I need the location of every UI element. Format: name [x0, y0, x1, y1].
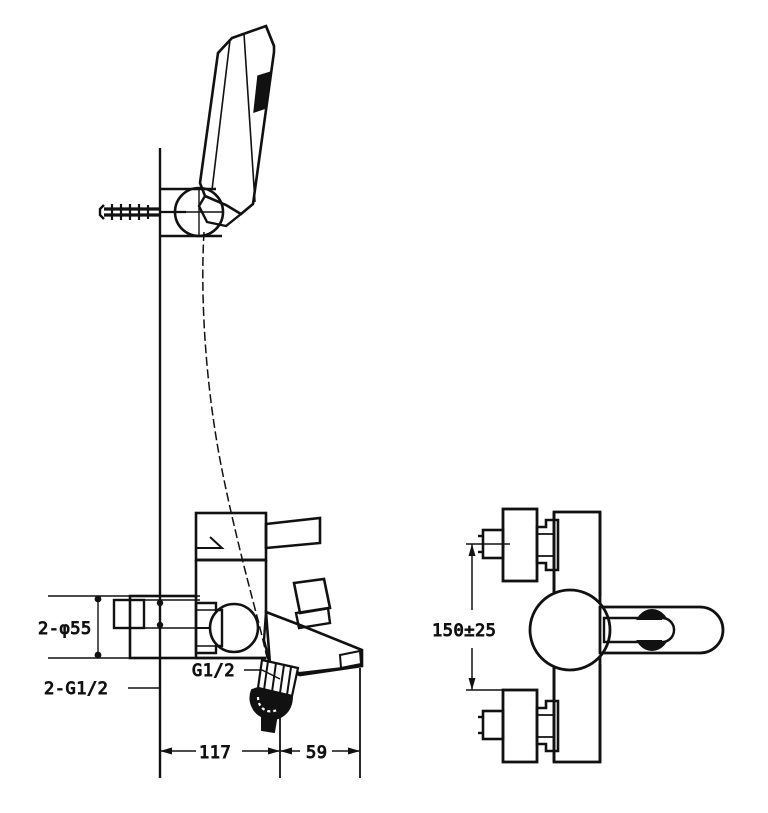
front-lever-handle [598, 605, 725, 655]
inlet-union-side [194, 601, 224, 655]
front-cartridge-boss [528, 588, 612, 672]
leader-g12 [244, 669, 281, 680]
shower-handset [197, 24, 276, 228]
dimension-117-59 [159, 668, 361, 778]
label-hole-pattern: 2-φ55 [38, 619, 92, 639]
label-inlet-threads: 2-G1/2 [44, 679, 108, 699]
label-dim-117: 117 [199, 743, 231, 763]
dimension-150pm25 [466, 543, 510, 691]
label-outlet-thread: G1/2 [192, 661, 235, 681]
anchor-screw [98, 204, 160, 220]
inlet-union-bottom [478, 688, 560, 764]
leader-2-g12 [128, 658, 161, 689]
label-dim-inlet-centers: 150±25 [432, 621, 496, 641]
wall-bracket [160, 186, 225, 238]
outlet-connector [249, 658, 300, 734]
label-dim-59: 59 [306, 743, 327, 763]
dimension-2-phi55 [48, 595, 200, 659]
